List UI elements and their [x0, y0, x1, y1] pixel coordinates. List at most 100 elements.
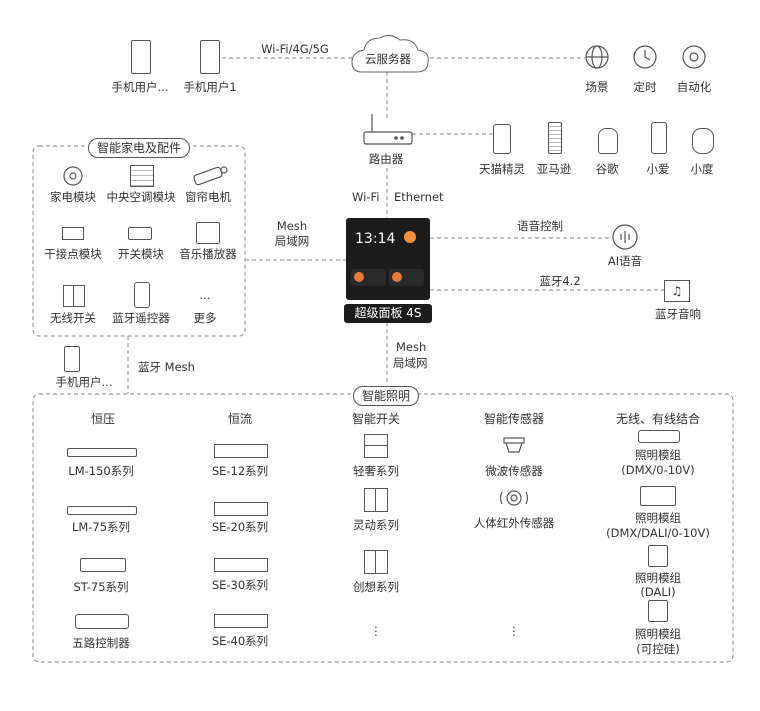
product-label: SE-30系列: [211, 578, 269, 592]
router-icon: [363, 114, 413, 145]
appliance-item-label: 家电模块: [50, 190, 96, 204]
panel-name-tag: [344, 304, 432, 323]
led-driver-icon: [214, 614, 268, 628]
ac-module-icon: [130, 165, 154, 187]
panel-time: 13:14: [355, 231, 396, 247]
module-label: 照明模组: [635, 571, 681, 585]
google-speaker-icon: [598, 128, 618, 154]
timer-label: 定时: [633, 80, 657, 94]
product-label: 轻奢系列: [353, 464, 399, 478]
controller-icon: [75, 614, 129, 629]
phone-icon: [131, 40, 151, 74]
appliance-item-label: 音乐播放器: [179, 247, 237, 261]
appliance-item-label: 无线开关: [50, 311, 96, 325]
led-driver-icon: [214, 502, 268, 516]
super-panel-4s-device: 13:14: [346, 218, 430, 300]
phone-user-c-label: 手机用户...: [55, 375, 113, 389]
automation-label: 自动化: [676, 80, 712, 94]
more-vertical-dots: ⋮: [370, 624, 382, 638]
col-header: 智能传感器: [483, 412, 545, 426]
speaker-label: 谷歌: [595, 162, 619, 176]
curtain-motor-icon: [193, 166, 228, 186]
appliance-item-label: 开关模块: [118, 247, 164, 261]
module-label: 照明模组: [635, 448, 681, 462]
lighting-title: 智能照明: [352, 386, 420, 406]
speaker-label: 小爱: [646, 162, 670, 176]
wireless-switch-icon: [63, 285, 85, 307]
product-label: SE-12系列: [211, 464, 269, 478]
dry-contact-icon: [62, 227, 84, 240]
module-label: (DMX/0-10V): [621, 463, 695, 477]
bt-speaker-label: 蓝牙音响: [655, 307, 701, 321]
product-label: LM-150系列: [68, 464, 134, 478]
phone-icon: [200, 40, 220, 74]
tmall-speaker-icon: [493, 124, 511, 154]
cloud-label: 云服务器: [365, 52, 411, 66]
col-header: 无线、有线结合: [615, 412, 701, 426]
module-label: (可控硅): [636, 642, 680, 656]
appliance-item-label: 干接点模块: [44, 247, 102, 261]
globe-icon: [585, 45, 609, 69]
col-header: 恒流: [227, 412, 253, 426]
product-label: LM-75系列: [71, 520, 131, 534]
lighting-module-icon: [640, 486, 676, 506]
weather-icon: [404, 231, 416, 243]
phone-icon: [64, 346, 80, 372]
appliance-module-icon: [63, 166, 83, 186]
phone-user-b-label: 手机用户1: [183, 80, 237, 94]
wifi-4g-5g-label: Wi-Fi/4G/5G: [258, 42, 332, 56]
appliance-item-label: 更多: [193, 311, 217, 325]
product-label: 微波传感器: [485, 464, 543, 478]
router-label: 路由器: [368, 152, 404, 166]
scene-label: 场景: [585, 80, 609, 94]
speaker-label: 亚马逊: [536, 162, 572, 176]
product-label: 灵动系列: [353, 518, 399, 532]
speaker-label: 小度: [690, 162, 714, 176]
appliances-title: 智能家电及配件: [87, 138, 191, 158]
pir-sensor-icon: [499, 490, 529, 506]
mesh-bottom-line2: 局域网: [393, 356, 428, 370]
lighting-module-icon: [648, 545, 668, 567]
appliance-item-label: 蓝牙遥控器: [112, 311, 170, 325]
panel-name: 超级面板 4S: [354, 306, 422, 320]
panel-scene-button: [389, 269, 424, 286]
module-label: 照明模组: [635, 627, 681, 641]
panel-scene-button: [351, 269, 386, 286]
product-label: 五路控制器: [72, 636, 130, 650]
lighting-module-icon: [638, 430, 680, 443]
bt-remote-icon: [134, 282, 150, 308]
wall-switch-icon: [364, 434, 388, 458]
module-label: 照明模组: [635, 511, 681, 525]
appliance-item-label: 窗帘电机: [185, 190, 231, 204]
automation-icon: [682, 45, 706, 69]
product-label: SE-20系列: [211, 520, 269, 534]
module-label: (DALI): [640, 585, 676, 599]
xiaodu-speaker-icon: [692, 128, 714, 154]
product-label: 创想系列: [353, 580, 399, 594]
speaker-label: 天猫精灵: [479, 162, 525, 176]
cloud-shape: [351, 34, 429, 73]
col-header: 智能开关: [351, 412, 401, 426]
led-driver-icon: [67, 448, 137, 457]
amazon-speaker-icon: [548, 122, 562, 154]
module-label: (DMX/DALI/0-10V): [606, 526, 710, 540]
wifi-label: Wi-Fi: [352, 190, 380, 204]
more-dots: ...: [199, 288, 211, 302]
product-label: SE-40系列: [211, 634, 269, 648]
ethernet-label: Ethernet: [394, 190, 444, 204]
product-label: 人体红外传感器: [473, 516, 555, 530]
lighting-module-icon: [648, 600, 668, 622]
ai-voice-label: AI语音: [607, 254, 643, 268]
bt-speaker-icon: ♫: [664, 280, 690, 302]
appliance-item-label: 中央空调模块: [106, 190, 176, 204]
phone-user-a-label: 手机用户...: [111, 80, 169, 94]
xiaoai-speaker-icon: [651, 122, 667, 154]
more-vertical-dots: ⋮: [508, 624, 520, 638]
switch-module-icon: [128, 227, 152, 240]
led-driver-icon: [80, 558, 126, 572]
mesh-left-line1: Mesh: [276, 219, 308, 233]
voice-control-label: 语音控制: [517, 219, 563, 233]
led-driver-icon: [67, 506, 137, 515]
mesh-left-line2: 局域网: [274, 234, 310, 248]
